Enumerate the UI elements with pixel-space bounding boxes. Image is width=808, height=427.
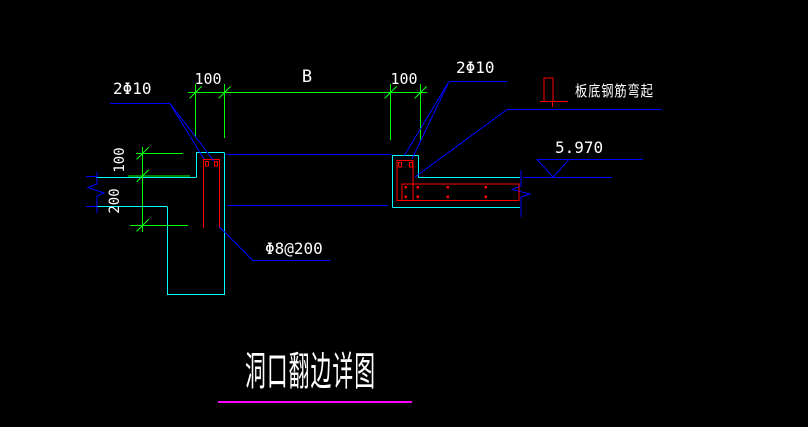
rebar xyxy=(202,158,520,228)
dimension-lines xyxy=(128,84,427,232)
elevation-symbol xyxy=(523,159,643,178)
rebar-section-dots xyxy=(404,186,488,199)
label-rebar-right: 2Φ10 xyxy=(456,58,495,77)
dim-top-mid: B xyxy=(301,67,313,87)
label-rebar-left: 2Φ10 xyxy=(113,79,152,98)
label-bent-note: 板底钢筋弯起 xyxy=(575,82,654,100)
break-symbol-left xyxy=(86,172,106,213)
slab-edge-lines xyxy=(226,154,391,206)
break-symbol-right xyxy=(510,170,532,217)
dim-top-right: 100 xyxy=(390,70,418,88)
label-stirrup-note: Φ8@200 xyxy=(265,239,323,258)
label-elevation: 5.970 xyxy=(555,138,604,157)
dim-top-left: 100 xyxy=(194,70,222,88)
bent-bar-symbol xyxy=(540,77,568,107)
title-underline xyxy=(218,401,412,403)
structure-outline xyxy=(96,152,520,295)
leader-lines xyxy=(110,81,662,261)
dim-side-lower: 200 xyxy=(107,188,123,214)
dim-side-upper: 100 xyxy=(112,147,128,173)
drawing-title: 洞口翻边详图 xyxy=(245,349,377,395)
